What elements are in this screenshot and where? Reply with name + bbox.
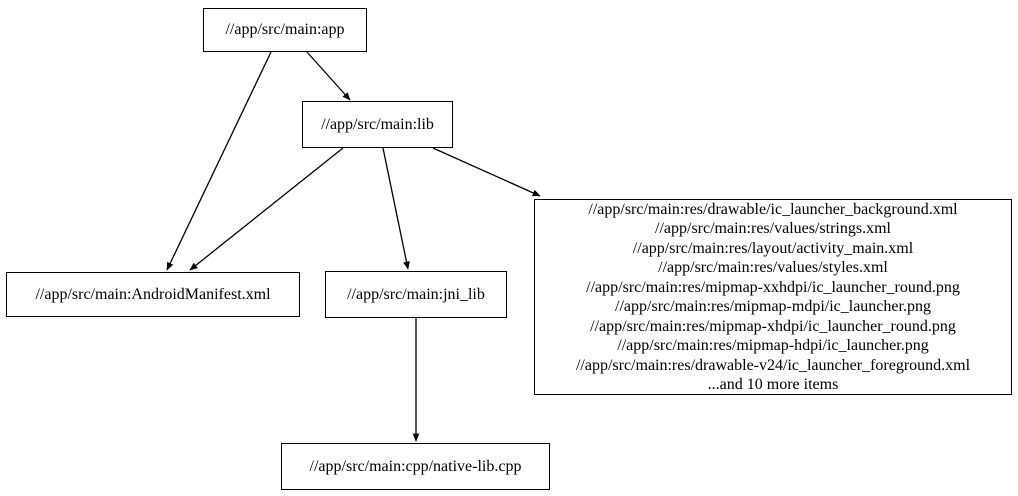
node-native-lib-cpp: //app/src/main:cpp/native-lib.cpp (281, 443, 550, 490)
node-resources-line: //app/src/main:res/mipmap-hdpi/ic_launch… (617, 337, 929, 354)
node-android-manifest-label: //app/src/main:AndroidManifest.xml (35, 285, 271, 303)
node-resources-line: //app/src/main:res/drawable/ic_launcher_… (588, 200, 958, 218)
edge-lib-to-resources (432, 147, 541, 197)
edge-app-to-android-manifest (166, 51, 272, 271)
node-jni-lib: //app/src/main:jni_lib (325, 271, 507, 318)
node-resources-more-items: ...and 10 more items (707, 376, 839, 393)
node-resources-line: //app/src/main:res/mipmap-xhdpi/ic_launc… (590, 317, 956, 335)
node-resources-line: //app/src/main:res/drawable-v24/ic_launc… (575, 356, 971, 374)
edge-lib-to-jni-lib (382, 147, 410, 270)
node-resources-line: //app/src/main:res/values/strings.xml (655, 220, 891, 237)
node-lib-label: //app/src/main:lib (321, 115, 434, 133)
node-resources-line: //app/src/main:res/values/styles.xml (658, 259, 888, 276)
node-resources: //app/src/main:res/drawable/ic_launcher_… (534, 199, 1012, 395)
edge-app-to-lib (306, 51, 351, 101)
node-jni-lib-label: //app/src/main:jni_lib (347, 285, 485, 303)
edge-lib-to-android-manifest (189, 147, 344, 271)
node-lib: //app/src/main:lib (302, 101, 453, 148)
node-native-lib-cpp-label: //app/src/main:cpp/native-lib.cpp (309, 457, 522, 475)
node-resources-line: //app/src/main:res/mipmap-mdpi/ic_launch… (615, 298, 931, 315)
node-app: //app/src/main:app (203, 8, 367, 52)
node-resources-line: //app/src/main:res/layout/activity_main.… (632, 239, 914, 257)
node-resources-line: //app/src/main:res/mipmap-xxhdpi/ic_laun… (586, 278, 960, 296)
node-android-manifest: //app/src/main:AndroidManifest.xml (6, 272, 300, 317)
node-app-label: //app/src/main:app (225, 21, 345, 39)
